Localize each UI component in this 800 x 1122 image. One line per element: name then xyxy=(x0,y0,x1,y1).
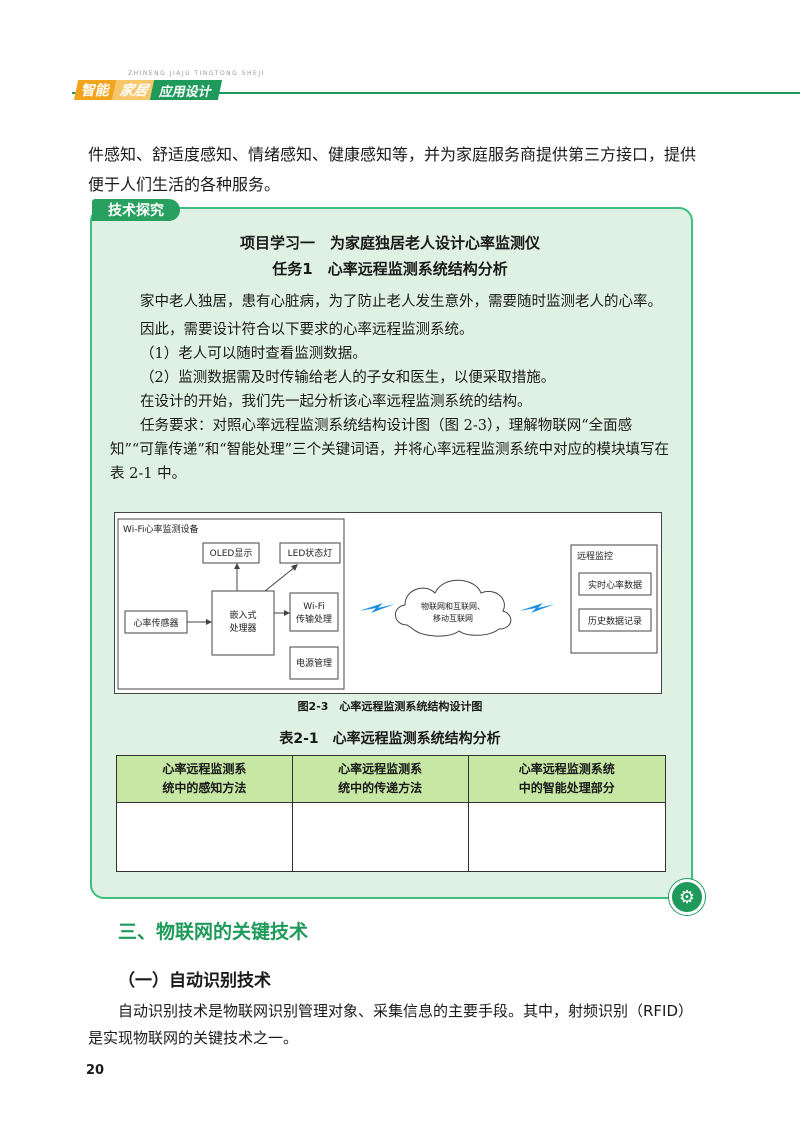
project-title: 项目学习一 为家庭独居老人设计心率监测仪 xyxy=(239,234,540,252)
answer-cell[interactable] xyxy=(116,802,293,872)
processor-label: 嵌入式 xyxy=(229,609,256,621)
panel-paragraph: 任务要求：对照心率远程监测系统结构设计图（图 2-3），理解物联网“全面感知”“… xyxy=(110,418,670,482)
table-row xyxy=(116,802,666,872)
wifi-box xyxy=(289,592,339,632)
panel-paragraph: 家中老人独居，患有心脏病，为了防止老人发生意外，需要随时监测老人的心率。 xyxy=(140,294,662,310)
analysis-table: 心率远程监测系统中的感知方法 心率远程监测系统中的传递方法 心率远程监测系统中的… xyxy=(116,755,666,872)
processor-label: 处理器 xyxy=(229,622,256,634)
remote-title: 远程监控 xyxy=(577,550,613,562)
cloud-label: 移动互联网 xyxy=(433,613,473,623)
header-pinyin: ZHINENG JIAJU TINGTONG SHEJI xyxy=(128,70,265,77)
badge-part-3: 应用设计 xyxy=(149,80,223,100)
wireless-signal-icon xyxy=(359,603,395,613)
header-rule xyxy=(72,92,800,94)
answer-cell[interactable] xyxy=(291,802,469,872)
cloud-shape xyxy=(395,579,512,637)
body-paragraph: 自动识别技术是物联网识别管理对象、采集信息的主要手段。其中，射频识别（RFID）… xyxy=(88,1002,694,1047)
table-header-row: 心率远程监测系统中的感知方法 心率远程监测系统中的传递方法 心率远程监测系统中的… xyxy=(116,755,666,803)
gear-icon: ⚙ xyxy=(669,879,705,915)
device-box xyxy=(117,518,345,690)
oled-label: OLED显示 xyxy=(210,548,253,559)
figure-caption: 图2-3 心率远程监测系统结构设计图 xyxy=(297,700,483,713)
panel-paragraph: （2）监测数据需及时传输给老人的子女和医生，以便采取措施。 xyxy=(140,370,556,386)
remote-box xyxy=(570,544,658,654)
panel-paragraph: 在设计的开始，我们先一起分析该心率远程监测系统的结构。 xyxy=(140,394,532,410)
table-caption: 表2-1 心率远程监测系统结构分析 xyxy=(279,731,501,747)
wifi-label: 传输处理 xyxy=(296,613,332,625)
table-header-cell: 心率远程监测系统中的智能处理部分 xyxy=(467,755,666,803)
sensor-label: 心率传感器 xyxy=(133,617,178,629)
task-title: 任务1 心率远程监测系统结构分析 xyxy=(272,260,508,278)
page-number: 20 xyxy=(86,1063,105,1078)
device-title: Wi-Fi心率监测设备 xyxy=(123,523,198,535)
led-label: LED状态灯 xyxy=(288,547,333,559)
realtime-box xyxy=(578,572,652,596)
processor-box xyxy=(211,590,275,656)
section-title: 三、物联网的关键技术 xyxy=(118,921,309,943)
cloud-label: 物联网和互联网、 xyxy=(421,601,485,611)
table-header-cell: 心率远程监测系统中的感知方法 xyxy=(116,755,293,803)
answer-cell[interactable] xyxy=(467,802,666,872)
subsection-title: （一）自动识别技术 xyxy=(118,971,271,991)
intro-paragraph: 件感知、舒适度感知、情绪感知、健康感知等，并为家庭服务商提供第三方接口，提供便于… xyxy=(88,145,697,194)
tech-explore-tab: 技术探究 xyxy=(92,199,180,221)
wifi-label: Wi-Fi xyxy=(303,602,324,612)
system-diagram: Wi-Fi心率监测设备 OLED显示 LED状态灯 心率传感器 嵌入式 处理器 … xyxy=(114,512,662,694)
panel-paragraph: 因此，需要设计符合以下要求的心率远程监测系统。 xyxy=(140,322,474,338)
wireless-signal-icon xyxy=(519,603,555,613)
book-title-badge: 智能 家居 应用设计 xyxy=(73,80,223,100)
history-label: 历史数据记录 xyxy=(588,615,642,627)
led-box xyxy=(279,542,341,564)
power-box xyxy=(289,646,339,680)
oled-box xyxy=(202,542,260,564)
table-header-cell: 心率远程监测系统中的传递方法 xyxy=(291,755,469,803)
panel-paragraph: （1）老人可以随时查看监测数据。 xyxy=(140,346,367,362)
panel-body: 家中老人独居，患有心脏病，为了防止老人发生意外，需要随时监测老人的心率。 因此，… xyxy=(110,290,670,486)
realtime-label: 实时心率数据 xyxy=(588,579,642,591)
power-label: 电源管理 xyxy=(296,657,332,669)
history-box xyxy=(578,608,652,632)
